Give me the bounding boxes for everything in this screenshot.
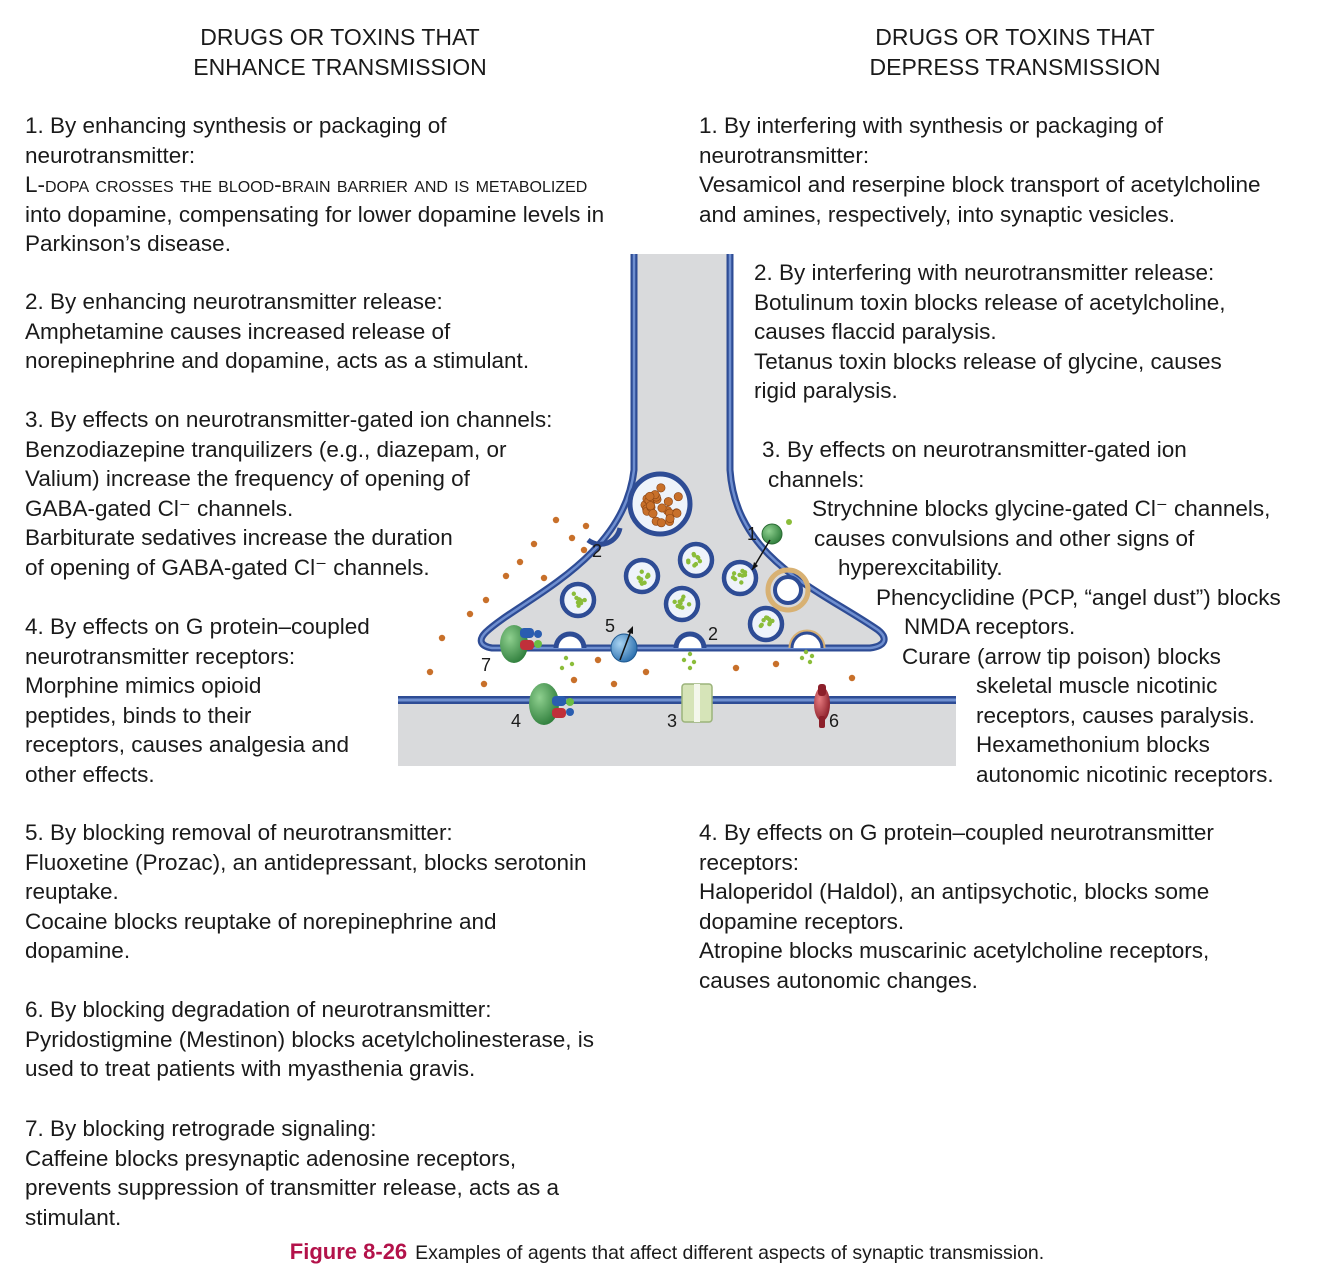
transmitter-dot-brown	[580, 546, 588, 554]
degrading-enzyme	[814, 684, 830, 728]
transmitter-dot-green	[691, 659, 697, 665]
marker-7: 7	[481, 655, 491, 675]
transmitter-dot-brown	[540, 574, 548, 582]
depress-item-1: 1. By interfering with synthesis or pack…	[699, 113, 1261, 227]
transmitter-dot-green	[809, 653, 815, 659]
marker-1: 1	[747, 524, 757, 544]
vesicular-transporter	[751, 519, 792, 571]
transmitter-dot-green	[559, 665, 565, 671]
enhance-item-7: 7. By blocking retrograde signaling: Caf…	[25, 1116, 560, 1230]
marker-2-vesicle: 2	[592, 541, 602, 561]
transmitter-dot-brown	[582, 522, 590, 530]
reuptake-transporter	[610, 626, 638, 663]
vesicle-green	[663, 585, 701, 623]
exocytosis-pores	[553, 629, 826, 649]
enhance-item-5: 5. By blocking removal of neurotransmitt…	[25, 820, 587, 963]
vesicle-transmitter-brown	[656, 483, 666, 493]
heading-depress: DRUGS OR TOXINS THAT DEPRESS TRANSMISSIO…	[869, 24, 1161, 80]
depress-item-4: 4. By effects on G protein–coupled neuro…	[699, 820, 1214, 993]
figure-caption: Figure 8-26 Examples of agents that affec…	[0, 1238, 1334, 1267]
vesicle-release-fusing	[586, 527, 623, 547]
vesicle-green	[721, 559, 759, 597]
postsynaptic-cell	[398, 696, 956, 766]
transmitter-dot-brown	[530, 540, 538, 548]
vesicle-green	[747, 605, 785, 643]
depress-item-2: 2. By interfering with neurotransmitter …	[754, 260, 1226, 403]
figure-caption-text: Examples of agents that affect different…	[415, 1242, 1045, 1264]
transmitter-dot-brown	[516, 558, 524, 566]
transmitter-dot-brown	[502, 572, 510, 580]
vesicle-transmitter-brown	[665, 513, 675, 523]
marker-3: 3	[667, 711, 677, 731]
enhance-item-1: 1. By enhancing synthesis or packaging o…	[25, 113, 605, 256]
vesicle-transmitter-brown	[648, 508, 658, 518]
vesicle-transmitter-brown	[645, 501, 655, 511]
marker-6: 6	[829, 711, 839, 731]
transmitter-dot-brown	[482, 596, 490, 604]
enhance-item-2: 2. By enhancing neurotransmitter release…	[25, 289, 530, 373]
vesicle-green	[559, 581, 597, 619]
transmitter-dot-brown	[570, 676, 578, 684]
transmitter-dot-brown	[848, 674, 856, 682]
presynaptic-gpcr	[500, 625, 542, 663]
transmitter-dot-brown	[438, 634, 446, 642]
vesicle-green	[623, 557, 661, 595]
transmitter-dot-green	[681, 657, 687, 663]
ion-channel	[681, 683, 713, 723]
vesicle-group-green	[559, 541, 785, 643]
transmitter-dot-brown	[426, 668, 434, 676]
vesicle-transmitter-brown	[657, 503, 667, 513]
vesicle-transmitter-brown	[663, 497, 673, 507]
transmitter-dot-green	[799, 655, 805, 661]
transmitter-dot-green	[687, 665, 693, 671]
marker-2-membrane: 2	[708, 624, 718, 644]
vesicle-transmitter-brown	[673, 492, 683, 502]
transmitter-dot-green	[803, 649, 809, 655]
vesicle-green	[677, 541, 715, 579]
transmitter-dot-brown	[642, 668, 650, 676]
heading-enhance: DRUGS OR TOXINS THAT ENHANCE TRANSMISSIO…	[193, 24, 487, 80]
marker-5: 5	[605, 616, 615, 636]
postsynaptic-gpcr	[529, 683, 574, 725]
transmitter-dot-brown	[732, 664, 740, 672]
enhance-item-6: 6. By blocking degradation of neurotrans…	[25, 997, 594, 1081]
enhance-item-3: 3. By effects on neurotransmitter-gated …	[25, 407, 553, 580]
transmitter-dot-brown	[480, 680, 488, 688]
transmitter-dot-brown	[466, 610, 474, 618]
transmitter-dot-brown	[594, 656, 602, 664]
transmitter-dot-green	[687, 651, 693, 657]
transmitter-dot-brown	[610, 680, 618, 688]
enhance-item-4: 4. By effects on G protein–coupled neuro…	[25, 614, 370, 787]
depress-item-3: 3. By effects on neurotransmitter-gated …	[762, 437, 1281, 787]
released-transmitter	[559, 649, 815, 671]
cleft-brown-transmitter	[426, 516, 856, 688]
transmitter-dot-brown	[568, 534, 576, 542]
transmitter-dot-green	[563, 655, 569, 661]
vesicle-transmitter-brown	[656, 518, 666, 528]
vesicle-transmitter-brown	[672, 508, 682, 518]
vesicle-empty	[765, 567, 811, 613]
transmitter-dot-green	[807, 659, 813, 665]
vesicle-transmitter-brown	[645, 491, 655, 501]
transmitter-dot-brown	[552, 516, 560, 524]
transmitter-dot-green	[569, 661, 575, 667]
vesicle-large-brown	[627, 471, 693, 537]
figure-number: Figure 8-26	[289, 1239, 408, 1264]
marker-4: 4	[511, 711, 521, 731]
transmitter-dot-brown	[772, 660, 780, 668]
